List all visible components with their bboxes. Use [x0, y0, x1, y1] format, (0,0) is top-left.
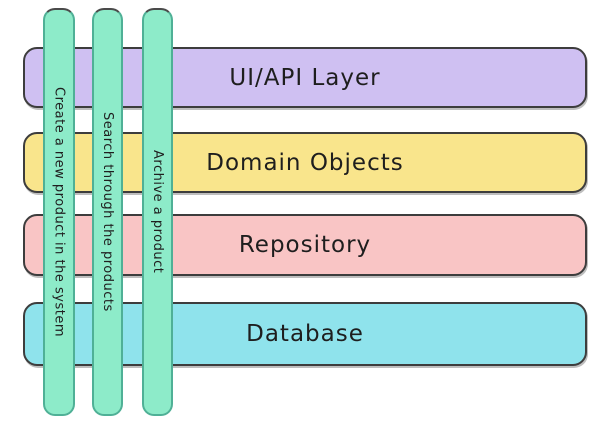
layer-domain-objects-label: Domain Objects: [206, 149, 404, 176]
layer-repository-label: Repository: [238, 232, 372, 258]
usecase-search-products-bar: Search through the products: [92, 8, 123, 416]
usecase-create-product-label: Create a new product in the system: [51, 86, 67, 337]
usecase-search-products-label: Search through the products: [100, 112, 115, 312]
usecase-create-product-bar: Create a new product in the system: [43, 8, 75, 416]
layer-database-label: Database: [246, 321, 364, 347]
layer-domain-objects: Domain Objects: [23, 132, 587, 193]
layer-ui-api-label: UI/API Layer: [229, 64, 381, 91]
usecase-archive-product-bar: Archive a product: [142, 8, 173, 416]
usecase-archive-product-label: Archive a product: [150, 150, 165, 274]
